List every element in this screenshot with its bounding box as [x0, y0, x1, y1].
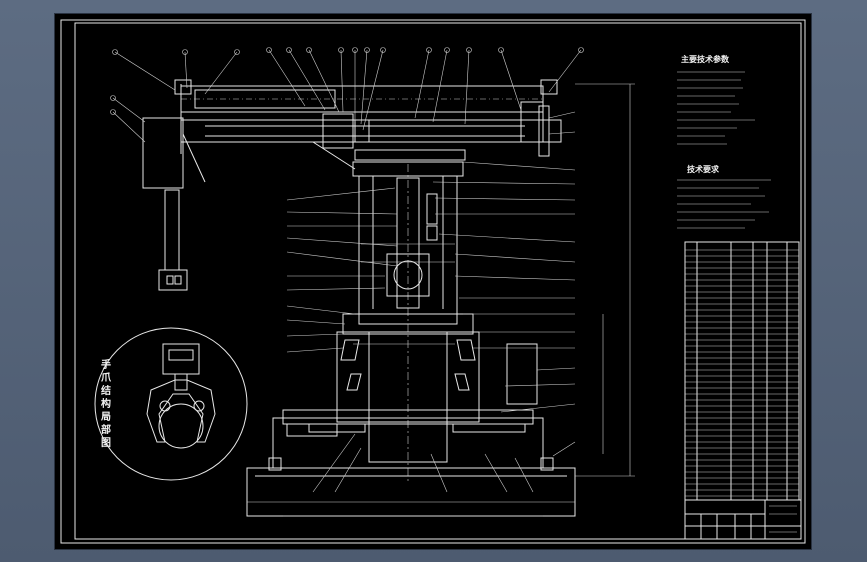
leader-lines-bottom — [312, 433, 534, 493]
part-balloon — [112, 49, 118, 55]
part-balloon — [286, 47, 292, 53]
part-balloon — [498, 47, 504, 53]
requirements-lines — [677, 179, 771, 229]
params-lines — [677, 71, 755, 145]
gripper-detail — [94, 327, 248, 481]
part-balloon — [578, 47, 584, 53]
requirements-title: 技术要求 — [687, 164, 720, 174]
dimensions — [247, 83, 635, 517]
parts-list-table — [684, 241, 800, 501]
part-balloon — [266, 47, 272, 53]
part-balloon — [466, 47, 472, 53]
inner-frame — [74, 22, 802, 540]
params-title: 主要技术参数 — [681, 54, 730, 64]
part-balloon — [426, 47, 432, 53]
title-block — [684, 499, 802, 540]
part-balloon — [234, 49, 240, 55]
part-balloon — [444, 47, 450, 53]
leader-lines-right — [432, 181, 576, 457]
drawing-sheet: 手 爪 结 构 局 部 图 主要技术参数 — [55, 14, 811, 549]
base — [246, 313, 576, 517]
leader-lines-left — [286, 187, 398, 353]
part-balloon — [110, 95, 116, 101]
part-balloon — [352, 47, 358, 53]
outer-frame — [60, 19, 806, 544]
leader-lines — [112, 49, 582, 171]
gripper-cylinder — [142, 117, 206, 291]
part-balloon — [338, 47, 344, 53]
assembly-drawing: 手 爪 结 构 局 部 图 主要技术参数 — [60, 19, 806, 544]
part-balloon — [110, 109, 116, 115]
part-balloon — [380, 47, 386, 53]
part-balloon — [182, 49, 188, 55]
arm-assembly — [174, 79, 562, 170]
part-balloon — [306, 47, 312, 53]
detail-label: 手 爪 结 构 局 部 图 — [100, 358, 114, 449]
part-balloon — [364, 47, 370, 53]
